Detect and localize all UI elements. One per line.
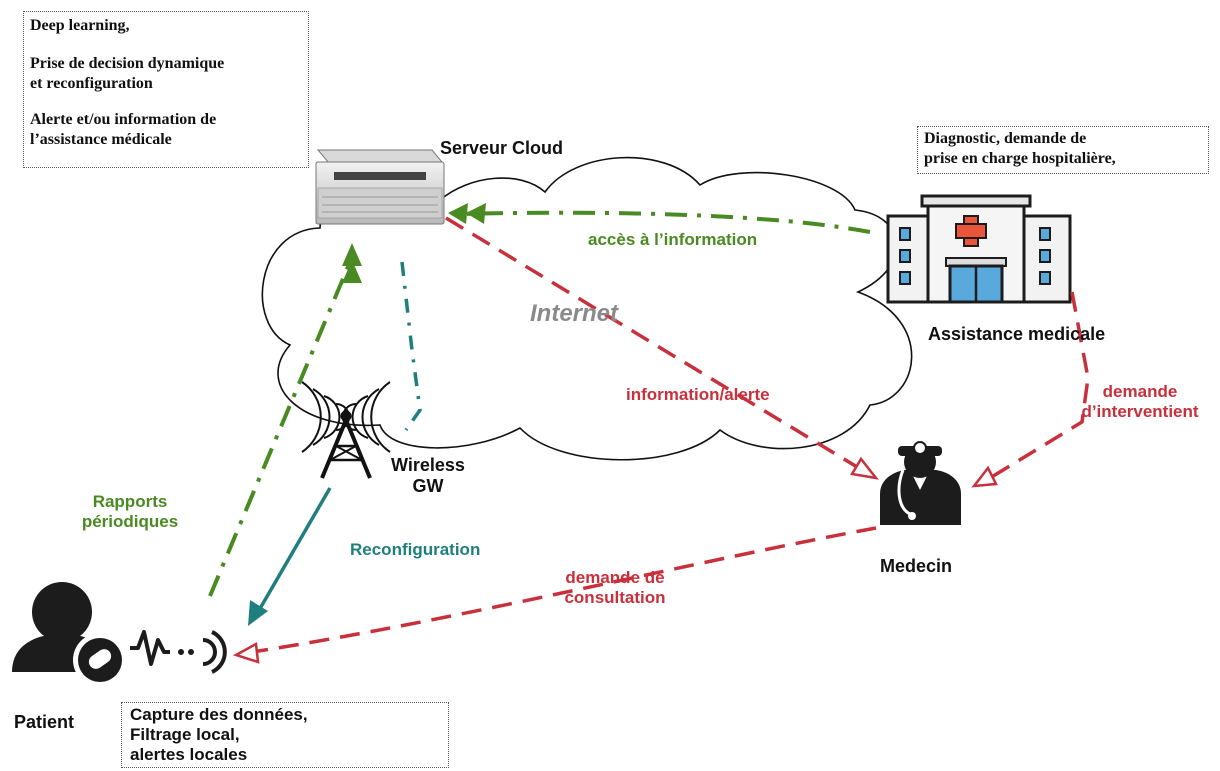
cloud-tasks-line-2b: et reconfiguration [30, 75, 153, 92]
reconfiguration-arrow-upper [400, 261, 422, 432]
hospital-icon [886, 194, 1072, 304]
info-alert-label: information/alerte [626, 385, 770, 404]
hospital-label: Assistance medicale [928, 324, 1106, 344]
consultation-request-arrow [251, 526, 877, 654]
consultation-request-label: demande de consultation [540, 568, 690, 608]
reconfiguration-label: Reconfiguration [350, 540, 481, 559]
cloud-tasks-line-3b: l’assistance médicale [30, 131, 172, 148]
info-alert-arrowhead [849, 456, 879, 480]
access-info-arrowhead-2 [466, 203, 486, 224]
patient-tasks-line-3: alertes locales [130, 745, 248, 764]
gateway-label-line-1: Wireless [391, 455, 465, 475]
cloud-tasks-note: Deep learning, Prise de decision dynamiq… [23, 11, 309, 168]
doctor-icon [880, 441, 961, 525]
info-alert-arrow [445, 216, 863, 472]
patient-tasks-line-2: Filtrage local, [130, 725, 240, 744]
periodic-reports-label: Rapports périodiques [60, 492, 200, 532]
access-info-arrowhead-1 [448, 203, 468, 224]
patient-icon [12, 582, 227, 687]
server-icon [315, 149, 445, 225]
doctor-label: Medecin [880, 556, 953, 576]
server-label: Serveur Cloud [440, 138, 564, 158]
consultation-request-label-line-1: demande de [565, 568, 665, 587]
periodic-reports-arrow [208, 261, 352, 597]
periodic-reports-arrowhead-1 [342, 243, 362, 266]
intervention-request-label: demande d’interventient [1060, 382, 1220, 422]
hospital-tasks-line-2: prise en charge hospitalière, [924, 150, 1116, 167]
intervention-request-label-line-1: demande [1102, 382, 1178, 401]
internet-label: Internet [530, 300, 619, 327]
patient-label: Patient [14, 712, 75, 732]
consultation-request-label-line-2: consultation [564, 588, 666, 607]
access-info-label: accès à l’information [588, 230, 758, 249]
intervention-request-arrowhead [971, 465, 998, 488]
consultation-request-arrowhead [232, 642, 260, 664]
hospital-tasks-line-1: Diagnostic, demande de [924, 130, 1087, 147]
wireless-tower-icon [301, 381, 391, 479]
reconfiguration-arrowhead [248, 600, 268, 626]
cloud-tasks-line-2a: Prise de decision dynamique [30, 55, 225, 72]
intervention-request-label-line-2: d’interventient [1081, 402, 1199, 421]
periodic-reports-arrowhead-2 [342, 260, 362, 283]
patient-tasks-note: Capture des données, Filtrage local, ale… [121, 702, 449, 768]
patient-tasks-line-1: Capture des données, [130, 705, 308, 724]
cloud-tasks-line-3a: Alerte et/ou information de [30, 111, 217, 128]
hospital-tasks-note: Diagnostic, demande de prise en charge h… [917, 126, 1209, 174]
reconfiguration-arrow-lower [256, 487, 332, 613]
internet-cloud-shape [261, 156, 913, 461]
gateway-label: Wireless GW [388, 455, 468, 497]
intervention-request-arrow [989, 291, 1090, 480]
periodic-reports-label-line-2: périodiques [81, 512, 179, 531]
gateway-label-line-2: GW [412, 476, 444, 496]
cloud-tasks-line-1: Deep learning, [30, 17, 130, 34]
periodic-reports-label-line-1: Rapports [92, 492, 168, 511]
